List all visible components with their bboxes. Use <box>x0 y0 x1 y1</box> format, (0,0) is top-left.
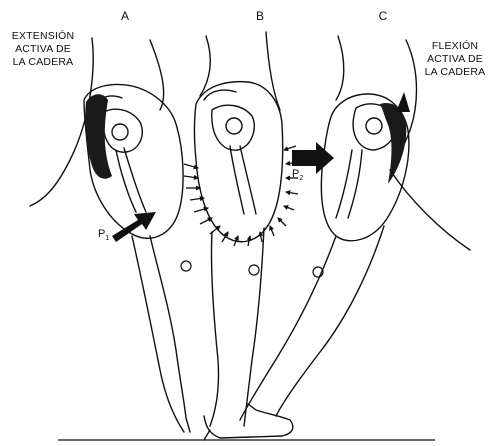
knee-marker-b <box>249 265 259 275</box>
left-caption-line-2: ACTIVA DE <box>2 43 84 56</box>
flexion-arrow-c <box>396 92 410 112</box>
panel-letter-c: C <box>376 10 390 23</box>
force-label-p2-sub: 2 <box>299 175 303 182</box>
force-label-p1-sub: 1 <box>105 235 109 242</box>
left-caption-line-1: EXTENSIÓN <box>2 30 84 43</box>
hip-flexor-shading-c <box>380 103 406 184</box>
panel-letter-a: A <box>118 10 132 23</box>
right-caption: FLEXIÓN ACTIVA DE LA CADERA <box>418 40 492 79</box>
force-label-p2: P2 <box>292 168 314 185</box>
force-label-p1: P1 <box>98 228 120 245</box>
knee-marker-a <box>181 261 191 271</box>
left-caption-line-3: LA CADERA <box>2 56 84 69</box>
right-caption-line-2: ACTIVA DE <box>418 53 492 66</box>
right-caption-line-3: LA CADERA <box>418 66 492 79</box>
panel-letter-b: B <box>253 10 267 23</box>
right-caption-line-1: FLEXIÓN <box>418 40 492 53</box>
left-caption: EXTENSIÓN ACTIVA DE LA CADERA <box>2 30 84 69</box>
leg-b <box>195 32 293 440</box>
